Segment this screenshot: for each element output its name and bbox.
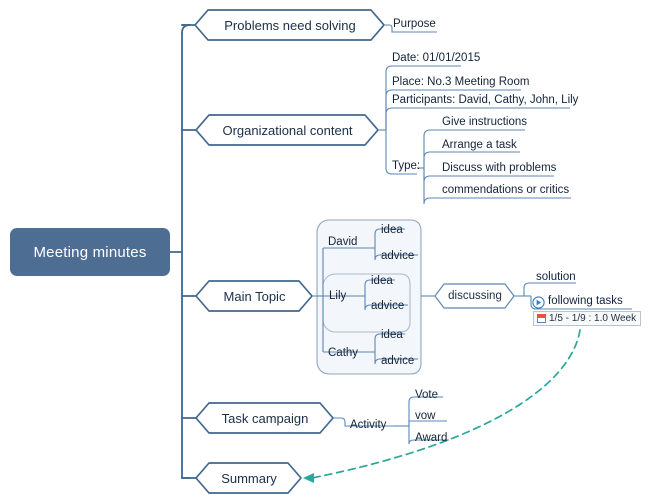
subnode-lily-advice[interactable]: advice: [371, 300, 405, 312]
node-main-topic[interactable]: Main Topic: [196, 281, 313, 311]
subnode-arrange-a-task[interactable]: Arrange a task: [442, 139, 517, 151]
node-task-campaign-label: Task campaign: [221, 410, 309, 426]
subnode-date[interactable]: Date: 01/01/2015: [392, 52, 481, 64]
node-problems-need-solving[interactable]: Problems need solving: [195, 10, 385, 40]
subnode-david-idea[interactable]: idea: [381, 224, 403, 236]
subnode-give-instructions[interactable]: Give instructions: [442, 116, 528, 128]
root-label: Meeting minutes: [33, 243, 147, 261]
node-discussing-label: discussing: [448, 290, 502, 302]
node-task-campaign[interactable]: Task campaign: [196, 403, 334, 433]
subnode-lily[interactable]: Lily: [329, 290, 347, 302]
node-summary-label: Summary: [221, 470, 277, 486]
node-organizational-content[interactable]: Organizational content: [196, 115, 379, 145]
node-discussing[interactable]: discussing: [435, 284, 515, 308]
subnode-cathy-advice[interactable]: advice: [381, 355, 415, 367]
subnode-participants[interactable]: Participants: David, Cathy, John, Lily: [392, 94, 579, 106]
schedule-text: 1/5 - 1/9 : 1.0 Week: [549, 313, 637, 324]
subnode-activity[interactable]: Activity: [350, 419, 387, 431]
node-problems-need-solving-label: Problems need solving: [224, 17, 356, 33]
root-node[interactable]: Meeting minutes: [10, 228, 170, 276]
subnode-type[interactable]: Type:: [392, 160, 421, 172]
subnode-commendations-or-critics[interactable]: commendations or critics: [442, 184, 570, 196]
schedule-tag[interactable]: 1/5 - 1/9 : 1.0 Week: [533, 311, 642, 326]
calendar-icon: [537, 314, 546, 323]
task-start-icon[interactable]: [532, 296, 545, 309]
subnode-cathy-idea[interactable]: idea: [381, 329, 403, 341]
node-summary[interactable]: Summary: [196, 463, 302, 493]
node-organizational-content-label: Organizational content: [222, 122, 353, 138]
subnode-following-tasks[interactable]: following tasks: [548, 295, 623, 307]
subnode-place[interactable]: Place: No.3 Meeting Room: [392, 76, 530, 88]
main-trunk: [169, 24, 197, 479]
subnode-vow[interactable]: vow: [415, 410, 436, 422]
subnode-discuss-with-problems[interactable]: Discuss with problems: [442, 162, 557, 174]
subnode-award[interactable]: Award: [415, 432, 448, 444]
subnode-purpose[interactable]: Purpose: [393, 18, 436, 30]
subnode-david[interactable]: David: [328, 236, 358, 248]
subnode-vote[interactable]: Vote: [415, 389, 439, 401]
subnode-lily-idea[interactable]: idea: [371, 275, 393, 287]
subnode-david-advice[interactable]: advice: [381, 250, 415, 262]
subnode-cathy[interactable]: Cathy: [328, 347, 359, 359]
node-main-topic-label: Main Topic: [223, 288, 286, 304]
subnode-solution[interactable]: solution: [536, 271, 576, 283]
